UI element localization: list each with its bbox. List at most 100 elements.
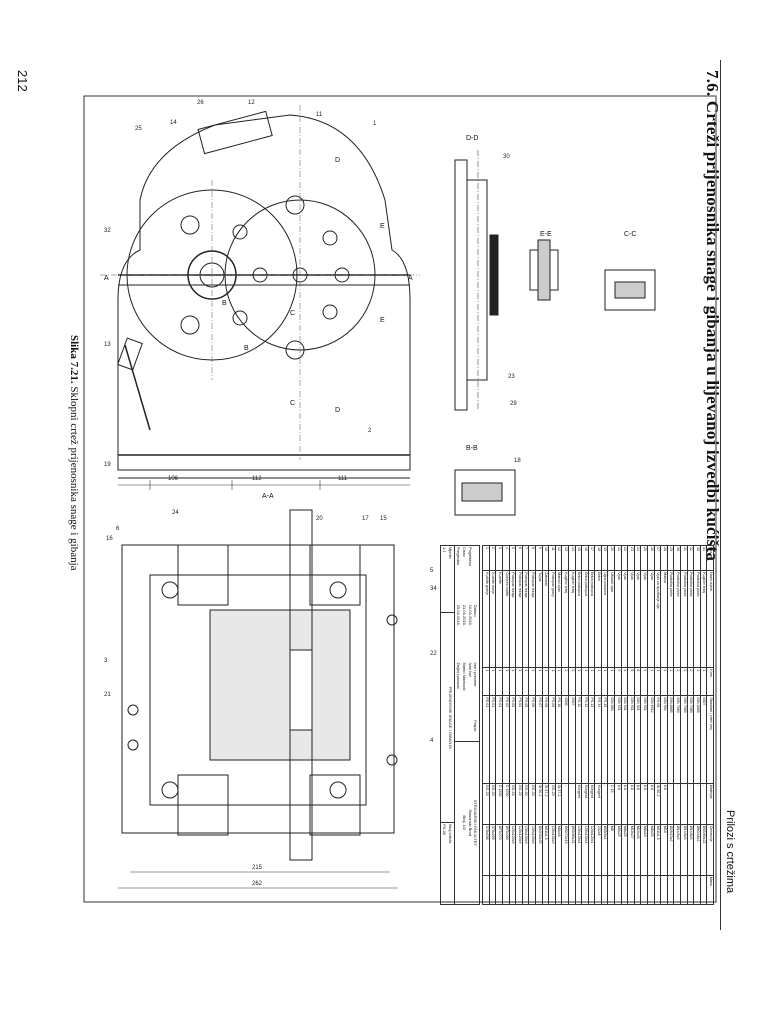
section-c-c [604, 269, 656, 311]
parts-cell: 20 [608, 545, 615, 571]
parts-cell: 9 [535, 545, 543, 571]
view-mark-e-bottom: E [380, 317, 385, 324]
parts-cell: Matica [660, 570, 668, 668]
parts-cell: Brtva [594, 570, 602, 668]
parts-cell: Klingerit [581, 783, 589, 825]
parts-cell: Kuglični ležaj [568, 570, 576, 668]
section-d-d [454, 150, 499, 411]
parts-cell: 16 [581, 545, 589, 571]
parts-cell [700, 875, 707, 905]
part-4: 4 [430, 738, 434, 744]
parts-cell: PS.10 [555, 695, 562, 784]
parts-cell [555, 875, 562, 905]
part-25: 25 [135, 126, 142, 132]
parts-cell: 1 [495, 667, 503, 696]
parts-cell: - [601, 783, 608, 825]
parts-cell [528, 875, 536, 905]
dim-106: 106 [168, 476, 179, 482]
parts-cell [522, 875, 529, 905]
parts-cell: 11 [548, 545, 556, 571]
parts-cell: 3 [495, 545, 503, 571]
parts-cell: PS.03 [509, 695, 516, 784]
label-b-b: B-B [466, 445, 478, 452]
parts-cell [482, 875, 490, 905]
parts-cell: DIN 934 [660, 695, 668, 784]
parts-cell: DIN 580 [608, 695, 615, 784]
parts-col-header: Materijal [706, 783, 714, 825]
parts-cell: M8x25 [647, 824, 655, 876]
parts-cell: Kućište donje [489, 570, 496, 668]
top-dimension-chain [118, 480, 410, 490]
parts-cell: Brtva poklopca [575, 570, 582, 668]
parts-cell: 130x130x1 [581, 824, 589, 876]
parts-cell: Klingerit [594, 783, 602, 825]
parts-cell: Ø14/8x3 [687, 824, 694, 876]
parts-cell [515, 875, 523, 905]
parts-cell: 22 [621, 545, 628, 571]
parts-cell: Vijak [647, 570, 655, 668]
tb-row-1-date: 21.04.2016. [462, 604, 468, 626]
parts-col-header: Dimenzije [706, 824, 714, 876]
parts-cell: 10 [542, 545, 549, 571]
parts-cell: PS.08 [542, 695, 549, 784]
parts-cell [489, 875, 496, 905]
part-18: 18 [514, 458, 521, 464]
parts-cell: Podloška ploče [667, 570, 674, 668]
parts-cell: Uljna pokazna [601, 570, 608, 668]
center-lines [100, 105, 420, 460]
parts-cell: 6 [627, 667, 635, 696]
parts-cell: 2 [693, 667, 701, 696]
parts-cell: 30 [673, 545, 681, 571]
dim-111: 111 [338, 476, 348, 482]
parts-cell [509, 875, 516, 905]
parts-cell [667, 875, 674, 905]
parts-cell: Vijak [627, 570, 635, 668]
parts-cell: 31 [680, 545, 688, 571]
parts-cell [588, 875, 595, 905]
parts-cell: Vijak [634, 570, 641, 668]
part-32: 32 [104, 228, 111, 234]
parts-cell: Brtva poklopca [581, 570, 589, 668]
parts-cell [594, 875, 602, 905]
parts-cell: PS.11 [575, 695, 582, 784]
part-15: 15 [380, 516, 387, 522]
part-2: 2 [368, 428, 372, 434]
parts-cell: 8.8 [627, 783, 635, 825]
parts-cell: DIN 6912 [647, 695, 655, 784]
parts-cell: PS.13 [588, 695, 595, 784]
parts-cell: - [693, 783, 701, 825]
parts-cell: 8.8 [640, 783, 648, 825]
parts-cell: Tuljak [535, 570, 543, 668]
parts-cell: Ø75/280 [502, 824, 510, 876]
part-13: 13 [104, 342, 111, 348]
parts-col-header: Masa [706, 875, 714, 905]
parts-cell: 6 [515, 545, 523, 571]
parts-col-header: Poz. [706, 545, 714, 571]
header-rule [720, 60, 721, 930]
label-a-a: A-A [262, 493, 274, 500]
parts-cell: 4 [614, 667, 622, 696]
parts-cell: 1 [654, 667, 661, 696]
parts-cell: - [673, 783, 681, 825]
parts-cell: Kućište gornje [482, 570, 490, 668]
dim-215: 215 [252, 865, 263, 871]
view-mark-d-bottom: D [335, 407, 340, 414]
parts-cell: 130x130x1 [575, 824, 582, 876]
parts-cell: Ø14/8x3 [680, 824, 688, 876]
part-1: 1 [373, 121, 377, 127]
parts-cell: M8x46 [555, 824, 562, 876]
parts-cell: 2 [673, 667, 681, 696]
